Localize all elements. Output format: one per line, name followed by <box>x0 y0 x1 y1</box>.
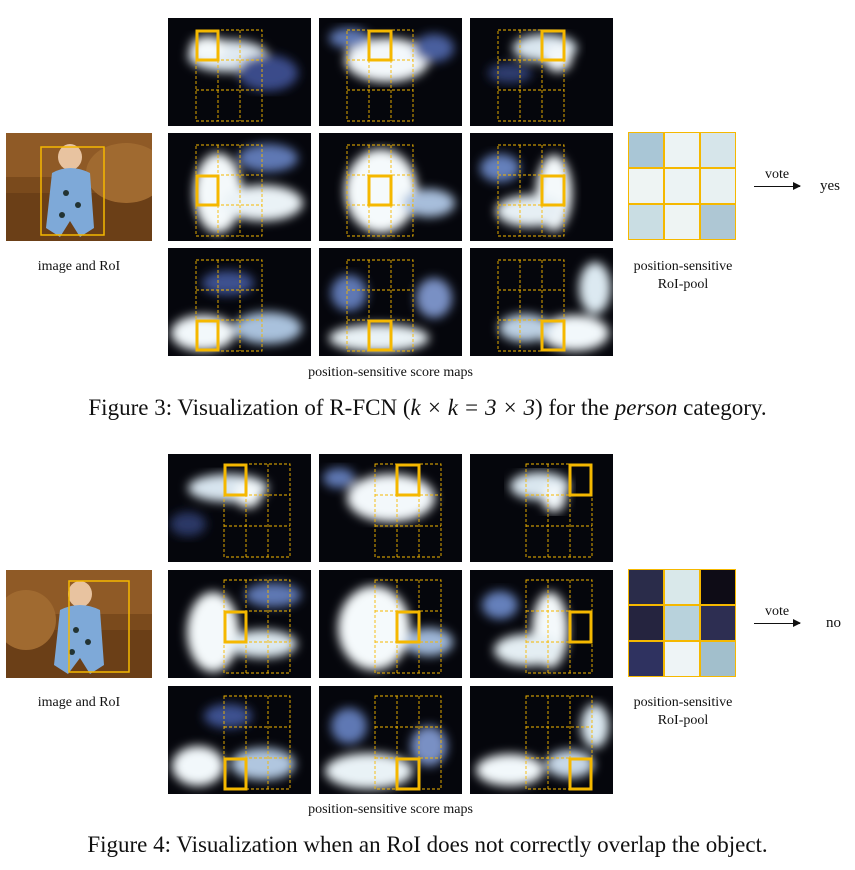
score-map-bottom-right <box>470 248 613 356</box>
roi-pool-label-line2: RoI-pool <box>657 277 709 292</box>
vote-label: vote <box>764 604 790 619</box>
vote-arrow <box>754 619 801 627</box>
vote-result: yes <box>820 178 840 194</box>
roi-pool-label-line1: position-sensitive <box>633 695 733 710</box>
roi-pool-label-line2: RoI-pool <box>657 713 709 728</box>
caption-prefix: Figure 3: Visualization of R-FCN ( <box>88 395 411 420</box>
score-map-middle-left <box>168 570 311 678</box>
image-with-roi <box>6 570 152 678</box>
roi-pool-grid <box>628 132 738 240</box>
score-map-top-right <box>470 18 613 126</box>
figure-4-caption: Figure 4: Visualization when an RoI does… <box>87 832 768 857</box>
roi-pool-cell <box>664 204 700 240</box>
figure-3: image and RoI <box>0 18 855 421</box>
score-map-bottom-center <box>319 686 462 794</box>
score-map-middle-right <box>470 133 613 241</box>
roi-pool-cell <box>664 569 700 605</box>
roi-pool-cell <box>664 605 700 641</box>
roi-pool-cell <box>700 132 736 168</box>
roi-pool-cell <box>628 605 664 641</box>
roi-pool-grid <box>628 569 738 677</box>
figure-4: image and RoI <box>0 440 855 870</box>
score-map-top-left <box>168 454 311 562</box>
roi-pool-cell <box>664 132 700 168</box>
roi-pool-cell <box>628 168 664 204</box>
roi-pool-cell <box>628 569 664 605</box>
score-map-middle-left <box>168 133 311 241</box>
score-map-bottom-left <box>168 248 311 356</box>
image-with-roi <box>6 133 152 241</box>
roi-pool-cell <box>664 641 700 677</box>
score-map-middle-right <box>470 570 613 678</box>
roi-pool-cell <box>700 569 736 605</box>
figure-3-caption: Figure 3: Visualization of R-FCN (k × k … <box>0 395 855 421</box>
roi-pool-cell <box>700 168 736 204</box>
score-map-top-left <box>168 18 311 126</box>
score-map-top-center <box>319 18 462 126</box>
image-label: image and RoI <box>37 259 121 274</box>
roi-pool-cell <box>628 132 664 168</box>
caption-math: k × k = 3 × 3 <box>410 395 535 420</box>
roi-pool-label: position-sensitive RoI-pool <box>608 258 758 294</box>
roi-pool-cell <box>700 641 736 677</box>
roi-pool-cell <box>700 204 736 240</box>
score-map-top-right <box>470 454 613 562</box>
caption-mid: ) for the <box>534 395 615 420</box>
vote-result: no <box>826 615 841 631</box>
image-label: image and RoI <box>37 695 121 710</box>
score-map-middle-center <box>319 570 462 678</box>
roi-pool-label-line1: position-sensitive <box>633 259 733 274</box>
caption-italic-person: person <box>614 395 678 420</box>
roi-pool-cell <box>628 641 664 677</box>
roi-pool-label: position-sensitive RoI-pool <box>608 694 758 730</box>
vote-label: vote <box>764 167 790 182</box>
score-maps-label: position-sensitive score maps <box>308 802 473 817</box>
roi-pool-cell <box>664 168 700 204</box>
score-map-bottom-right <box>470 686 613 794</box>
score-map-top-center <box>319 454 462 562</box>
score-map-bottom-left <box>168 686 311 794</box>
score-map-middle-center <box>319 133 462 241</box>
roi-pool-cell <box>700 605 736 641</box>
caption-suffix: category. <box>677 395 767 420</box>
roi-pool-cell <box>628 204 664 240</box>
score-map-bottom-center <box>319 248 462 356</box>
score-maps-label: position-sensitive score maps <box>308 365 473 380</box>
vote-arrow <box>754 182 801 190</box>
